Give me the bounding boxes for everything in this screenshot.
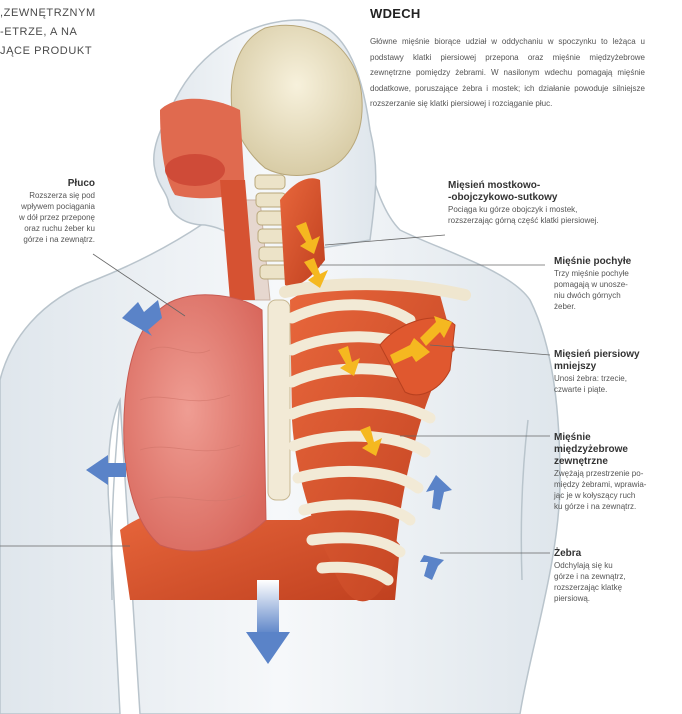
- annotation-intercostal-label: międzyżebrowe: [554, 444, 680, 456]
- annotation-ribs-line: piersiową.: [554, 593, 680, 604]
- annotation-intercostal-label: zewnętrzne: [554, 456, 680, 468]
- annotation-lung: Płuco Rozszerza się pod wpływem pociągan…: [0, 178, 95, 245]
- section-intro: Główne mięśnie biorące udział w oddychan…: [370, 34, 645, 112]
- annotation-lung-line: w dół przez przeponę: [0, 212, 95, 223]
- annotation-ribs-line: rozszerzając klatkę: [554, 582, 680, 593]
- intro-clipped-line: ETRZE, A NA-: [0, 23, 118, 42]
- tongue: [165, 154, 225, 186]
- annotation-scm-label: -obojczykowo-sutkowy: [448, 192, 678, 204]
- annotation-scm-line: Pociąga ku górze obojczyk i mostek,: [448, 204, 678, 215]
- annotation-intercostal-line: ku górze i na zewnątrz.: [554, 501, 680, 512]
- annotation-lung-line: Rozszerza się pod: [0, 190, 95, 201]
- intro-clipped-line: ZEWNĘTRZNYM,: [0, 4, 118, 23]
- annotation-intercostal: Mięśnie międzyżebrowe zewnętrzne Zwężają…: [554, 432, 680, 512]
- annotation-scalene: Mięśnie pochyłe Trzy mięśnie pochyłe pom…: [554, 256, 680, 312]
- annotation-pec-label: Mięsień piersiowy: [554, 349, 680, 361]
- annotation-lung-line: górze i na zewnątrz.: [0, 234, 95, 245]
- annotation-intercostal-line: między żebrami, wprawia-: [554, 479, 680, 490]
- annotation-intercostal-line: Zwężają przestrzenie po-: [554, 468, 680, 479]
- annotation-lung-line: oraz ruchu żeber ku: [0, 223, 95, 234]
- sternum: [268, 300, 290, 500]
- annotation-pec-line: Unosi żebra: trzecie,: [554, 373, 680, 384]
- annotation-scalene-line: żeber.: [554, 301, 680, 312]
- annotation-scalene-line: pomagają w unosze-: [554, 279, 680, 290]
- lung: [124, 295, 266, 551]
- annotation-lung-label: Płuco: [0, 178, 95, 190]
- annotation-scm: Mięsień mostkowo- -obojczykowo-sutkowy P…: [448, 180, 678, 226]
- section-title: WDECH: [370, 6, 421, 21]
- annotation-pec-label: mniejszy: [554, 361, 680, 373]
- annotation-intercostal-line: jąc je w kołyszący ruch: [554, 490, 680, 501]
- annotation-ribs-line: górze i na zewnątrz,: [554, 571, 680, 582]
- annotation-ribs-label: Żebra: [554, 548, 680, 560]
- annotation-ribs: Żebra Odchylają się ku górze i na zewnąt…: [554, 548, 680, 604]
- intro-clipped-line: JĄCE PRODUKT: [0, 42, 118, 61]
- annotation-ribs-line: Odchylają się ku: [554, 560, 680, 571]
- annotation-scm-label: Mięsień mostkowo-: [448, 180, 678, 192]
- annotation-pec-line: czwarte i piąte.: [554, 384, 680, 395]
- annotation-scalene-label: Mięśnie pochyłe: [554, 256, 680, 268]
- annotation-scalene-line: niu dwóch górnych: [554, 290, 680, 301]
- annotation-scm-line: rozszerzając górną część klatki piersiow…: [448, 215, 678, 226]
- annotation-pectoralis-minor: Mięsień piersiowy mniejszy Unosi żebra: …: [554, 349, 680, 395]
- annotation-scalene-line: Trzy mięśnie pochyłe: [554, 268, 680, 279]
- annotation-intercostal-label: Mięśnie: [554, 432, 680, 444]
- intro-clipped-text: ZEWNĘTRZNYM, ETRZE, A NA- JĄCE PRODUKT: [0, 4, 118, 61]
- annotation-lung-line: wpływem pociągania: [0, 201, 95, 212]
